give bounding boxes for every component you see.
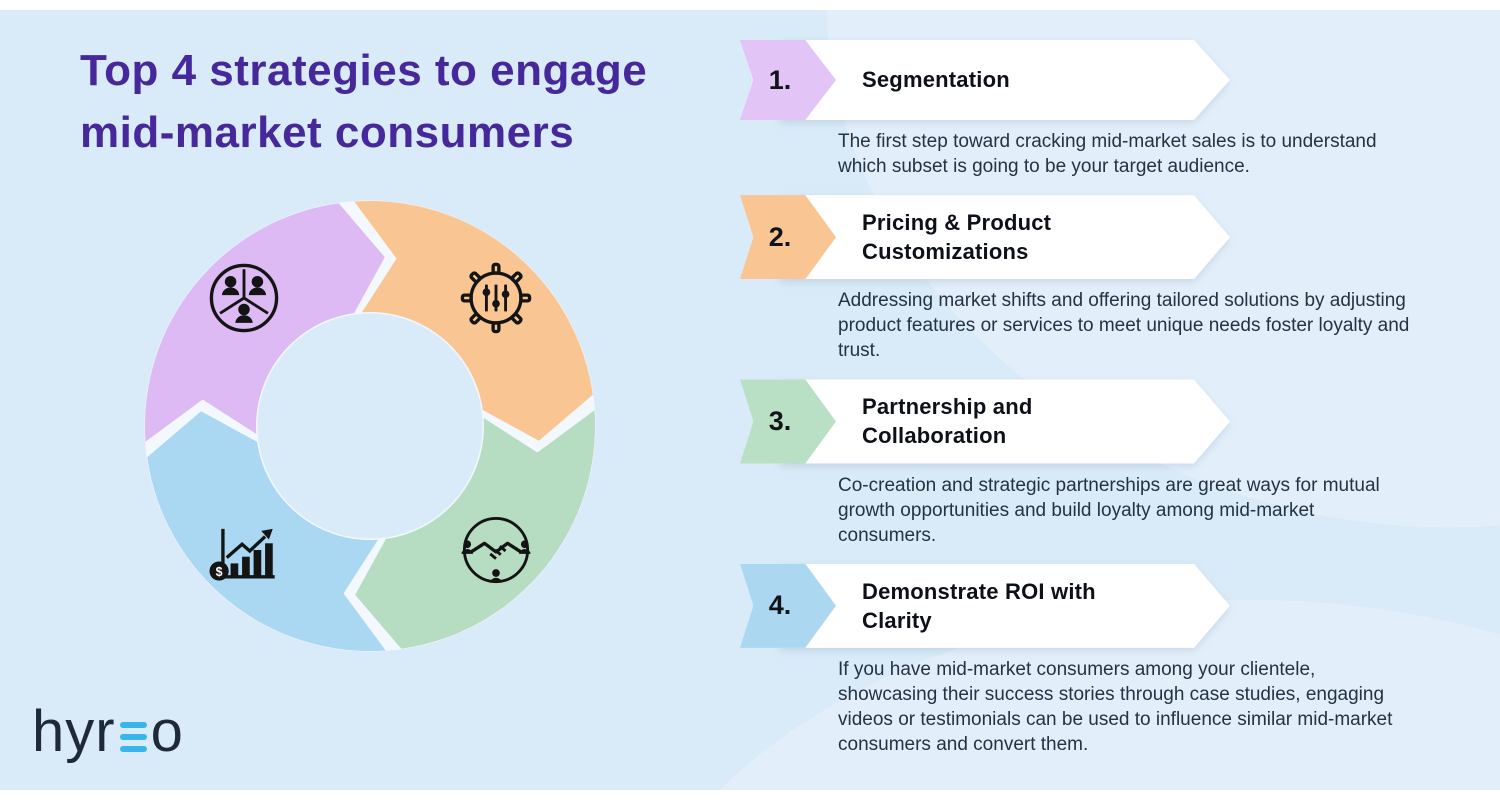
page-title-line-1: Top 4 strategies to engage <box>80 46 648 95</box>
people-segments-icon <box>198 252 290 344</box>
strategy-number: 2. <box>768 221 792 252</box>
logo-text-prefix: hyr <box>32 699 116 764</box>
strategy-banner-row: Pricing & Product Customizations 2. <box>740 195 1450 280</box>
strategy-banner-row: Segmentation 1. <box>740 40 1450 120</box>
strategy-title: Pricing & Product Customizations <box>862 210 1052 265</box>
strategy-banner-row: Demonstrate ROI with Clarity 4. <box>740 563 1450 648</box>
svg-text:$: $ <box>216 565 223 579</box>
page-title: Top 4 strategies to engage mid-market co… <box>80 40 647 165</box>
handshake-icon <box>450 504 542 596</box>
strategy-title: Segmentation <box>862 67 1010 93</box>
strategy-item-4: Demonstrate ROI with Clarity 4. If you h… <box>740 563 1450 757</box>
top-white-strip <box>0 0 1500 10</box>
strategy-list: Segmentation 1. The first step toward cr… <box>740 40 1450 773</box>
strategy-item-3: Partnership and Collaboration 3. Co-crea… <box>740 379 1450 547</box>
strategy-title: Demonstrate ROI with Clarity <box>862 578 1096 633</box>
logo-e-bars-icon <box>119 721 147 752</box>
donut-segment-partnership-collaboration <box>355 410 596 649</box>
strategy-description: Addressing market shifts and offering ta… <box>838 290 1410 362</box>
strategy-description: The first step toward cracking mid-marke… <box>838 131 1377 178</box>
hyreo-logo: hyr o <box>32 698 184 765</box>
strategy-number: 1. <box>768 64 792 95</box>
strategy-description: If you have mid-market consumers among y… <box>838 658 1393 756</box>
strategy-banner: Segmentation <box>780 40 1230 120</box>
strategy-number: 4. <box>768 590 792 621</box>
strategy-number: 3. <box>768 405 792 436</box>
gear-sliders-icon <box>450 252 542 344</box>
bottom-white-strip <box>0 790 1500 800</box>
strategy-banner-row: Partnership and Collaboration 3. <box>740 379 1450 464</box>
strategy-banner: Pricing & Product Customizations <box>780 195 1230 279</box>
strategy-banner: Partnership and Collaboration <box>780 379 1230 463</box>
page-title-line-2: mid-market consumers <box>80 108 575 158</box>
strategy-cycle-diagram: $ <box>140 196 600 656</box>
growth-chart-icon: $ <box>198 504 290 596</box>
strategy-description: Co-creation and strategic partnerships a… <box>838 474 1380 546</box>
strategy-item-2: Pricing & Product Customizations 2. Addr… <box>740 195 1450 363</box>
strategy-item-1: Segmentation 1. The first step toward cr… <box>740 40 1450 179</box>
strategy-title: Partnership and Collaboration <box>862 394 1033 449</box>
strategy-banner: Demonstrate ROI with Clarity <box>780 564 1230 648</box>
logo-text-suffix: o <box>150 699 184 764</box>
